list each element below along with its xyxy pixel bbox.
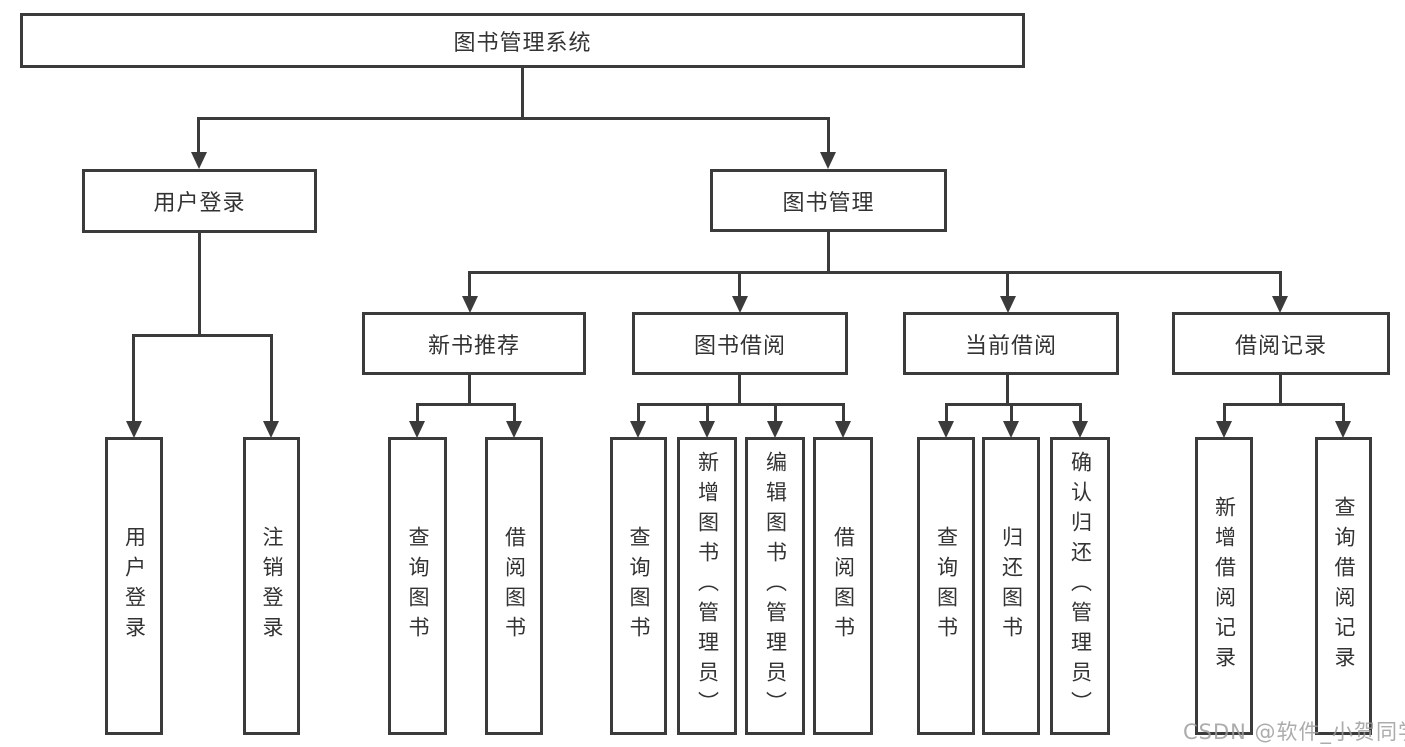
- leaf-label: 查询图书: [406, 526, 430, 646]
- arrow-down-icon: [462, 296, 478, 313]
- leaf-label: 查询图书: [934, 526, 959, 646]
- arrow-down-icon: [1216, 421, 1232, 438]
- connector-line: [270, 334, 273, 422]
- arrow-down-icon: [835, 421, 851, 438]
- connector-line: [1279, 271, 1282, 297]
- connector-line: [1079, 403, 1082, 423]
- connector-line: [945, 403, 1082, 406]
- leaf-label: 编辑图书（管理员）: [763, 451, 788, 721]
- connector-line: [468, 375, 471, 405]
- node-book-borrowing: 图书借阅: [632, 312, 848, 375]
- connector-line: [1223, 403, 1345, 406]
- connector-line: [1279, 375, 1282, 405]
- leaf-confirm-return-admin: 确认归还（管理员）: [1050, 437, 1110, 735]
- leaf-query-books-recommend: 查询图书: [388, 437, 447, 735]
- connector-line: [738, 375, 741, 405]
- leaf-label: 借阅图书: [502, 526, 527, 646]
- arrow-down-icon: [820, 152, 836, 169]
- leaf-label: 新增图书（管理员）: [695, 451, 720, 721]
- leaf-return-books: 归还图书: [982, 437, 1040, 735]
- connector-line: [1010, 403, 1013, 423]
- node-label: 新书推荐: [427, 333, 520, 359]
- connector-line: [774, 403, 777, 423]
- leaf-label: 归还图书: [999, 526, 1024, 646]
- arrow-down-icon: [191, 152, 207, 169]
- leaf-query-books-borrowing: 查询图书: [610, 437, 667, 735]
- leaf-borrow-books-recommend: 借阅图书: [485, 437, 543, 735]
- node-current-borrowing: 当前借阅: [903, 312, 1119, 375]
- connector-line: [468, 271, 471, 297]
- connector-line: [1223, 403, 1226, 423]
- leaf-label: 新增借阅记录: [1212, 496, 1237, 676]
- connector-line: [197, 117, 200, 155]
- node-borrowing-records: 借阅记录: [1172, 312, 1390, 375]
- node-label: 图书借阅: [693, 333, 786, 359]
- connector-line: [132, 334, 273, 337]
- node-user-login: 用户登录: [82, 169, 317, 233]
- leaf-label: 注销登录: [260, 526, 284, 646]
- connector-line: [738, 271, 741, 297]
- node-label: 用户登录: [153, 191, 246, 216]
- node-new-book-recommend: 新书推荐: [362, 312, 586, 375]
- arrow-down-icon: [630, 421, 646, 438]
- connector-line: [468, 271, 1282, 274]
- connector-line: [1006, 375, 1009, 405]
- node-library-management-system: 图书管理系统: [20, 13, 1025, 68]
- leaf-edit-book-admin: 编辑图书（管理员）: [745, 437, 805, 735]
- connector-line: [827, 117, 830, 155]
- connector-line: [827, 232, 830, 273]
- leaf-label: 确认归还（管理员）: [1068, 451, 1093, 721]
- connector-line: [1342, 403, 1345, 423]
- connector-line: [842, 403, 845, 423]
- csdn-watermark: CSDN @软件_小贺同学: [1183, 720, 1405, 744]
- arrow-down-icon: [732, 296, 748, 313]
- arrow-down-icon: [263, 421, 279, 438]
- leaf-query-borrow-record: 查询借阅记录: [1315, 437, 1372, 735]
- leaf-logout: 注销登录: [243, 437, 300, 735]
- leaf-label: 用户登录: [122, 526, 147, 646]
- node-book-management: 图书管理: [710, 169, 947, 232]
- leaf-add-borrow-record: 新增借阅记录: [1195, 437, 1253, 735]
- connector-line: [521, 68, 524, 119]
- arrow-down-icon: [699, 421, 715, 438]
- leaf-label: 查询图书: [627, 526, 651, 646]
- connector-line: [416, 403, 516, 406]
- node-label: 图书管理: [782, 190, 875, 216]
- connector-line: [1006, 271, 1009, 297]
- leaf-borrow-books-borrowing: 借阅图书: [813, 437, 873, 735]
- arrow-down-icon: [409, 421, 425, 438]
- connector-line: [637, 403, 640, 423]
- node-label: 图书管理系统: [453, 30, 592, 56]
- leaf-user-login: 用户登录: [105, 437, 163, 735]
- connector-line: [197, 117, 830, 120]
- node-label: 当前借阅: [964, 333, 1057, 359]
- arrow-down-icon: [1335, 421, 1351, 438]
- connector-line: [132, 334, 135, 422]
- leaf-label: 查询借阅记录: [1332, 496, 1356, 676]
- connector-line: [945, 403, 948, 423]
- arrow-down-icon: [1003, 421, 1019, 438]
- arrow-down-icon: [767, 421, 783, 438]
- connector-line: [706, 403, 709, 423]
- arrow-down-icon: [506, 421, 522, 438]
- arrow-down-icon: [1272, 296, 1288, 313]
- arrow-down-icon: [1000, 296, 1016, 313]
- node-label: 借阅记录: [1234, 333, 1327, 359]
- arrow-down-icon: [126, 421, 142, 438]
- connector-line: [513, 403, 516, 423]
- connector-line: [416, 403, 419, 423]
- connector-line: [198, 233, 201, 337]
- leaf-add-book-admin: 新增图书（管理员）: [677, 437, 737, 735]
- leaf-query-books-current: 查询图书: [917, 437, 975, 735]
- arrow-down-icon: [938, 421, 954, 438]
- arrow-down-icon: [1072, 421, 1088, 438]
- leaf-label: 借阅图书: [831, 526, 856, 646]
- connector-line: [637, 403, 845, 406]
